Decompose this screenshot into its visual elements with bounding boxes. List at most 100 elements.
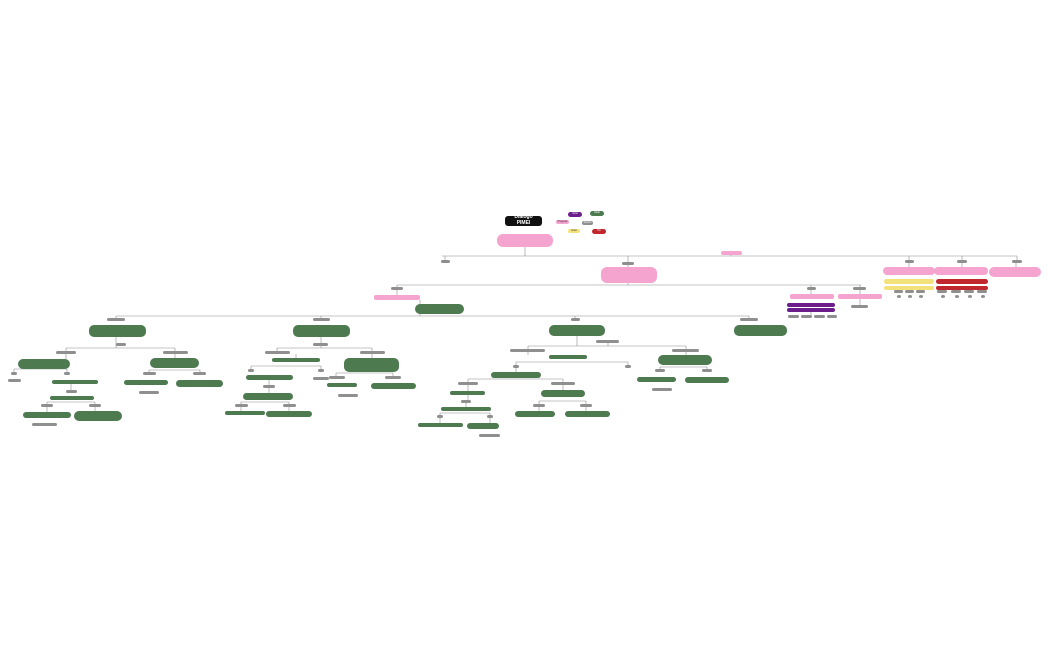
option-l1-b[interactable] — [622, 262, 634, 265]
option-l3-b[interactable] — [313, 318, 330, 321]
node-l4-d[interactable] — [344, 358, 399, 372]
question-right-a[interactable] — [883, 267, 935, 275]
option-l4-a[interactable] — [56, 351, 76, 354]
option-l6-e[interactable] — [533, 404, 545, 407]
option-l5-q[interactable] — [139, 391, 159, 394]
node-l7-a[interactable] — [225, 411, 265, 415]
option-l6-d[interactable] — [461, 400, 471, 403]
option-l2-b[interactable] — [807, 287, 816, 290]
node-l3-c[interactable] — [549, 325, 605, 336]
option-l7-c[interactable] — [32, 423, 57, 426]
option-l5-i[interactable] — [655, 369, 665, 372]
node-l5-f[interactable] — [327, 383, 357, 387]
question-l2-right-b[interactable] — [838, 294, 882, 299]
node-l3-d[interactable] — [734, 325, 787, 336]
option-l7-a[interactable] — [437, 415, 443, 418]
node-l5-g[interactable] — [371, 383, 416, 389]
option-l4-g[interactable] — [510, 349, 545, 352]
option-l5-e[interactable] — [248, 369, 254, 372]
intro-question[interactable] — [497, 234, 553, 247]
main-branch-question[interactable] — [721, 251, 742, 255]
node-l7-g[interactable] — [418, 423, 463, 427]
option-l5-b[interactable] — [64, 372, 70, 375]
node-l7-d[interactable] — [565, 411, 610, 417]
option-right-1[interactable] — [894, 290, 903, 293]
option-l1-e[interactable] — [1012, 260, 1022, 263]
option-l6-a[interactable] — [66, 390, 77, 393]
node-l2-center[interactable] — [415, 304, 464, 314]
option-l4-d[interactable] — [265, 351, 290, 354]
option-l5-c[interactable] — [143, 372, 156, 375]
node-l5-e[interactable] — [176, 380, 223, 387]
node-l6-b[interactable] — [541, 390, 585, 397]
warning-right-a[interactable] — [884, 279, 934, 284]
node-l5-h[interactable] — [637, 377, 676, 382]
option-l1-d[interactable] — [957, 260, 967, 263]
option-l5-d[interactable] — [193, 372, 206, 375]
option-l2-d[interactable] — [851, 305, 868, 308]
option-l1-a[interactable] — [441, 260, 450, 263]
option-right-2[interactable] — [905, 290, 914, 293]
diagram-title[interactable]: Diálogo PIMEI — [505, 216, 542, 226]
question-right-c[interactable] — [989, 267, 1041, 277]
option-right-5[interactable] — [951, 290, 961, 293]
node-l5-a[interactable] — [246, 375, 293, 380]
option-l5-g[interactable] — [513, 365, 519, 368]
option-l5-s[interactable] — [652, 388, 672, 391]
question-l2-right-a[interactable] — [790, 294, 834, 299]
option-l2-c[interactable] — [853, 287, 866, 290]
node-l6-c[interactable] — [243, 393, 293, 400]
option-l3-c[interactable] — [571, 318, 580, 321]
node-l3-b[interactable] — [293, 325, 350, 337]
node-l6-e[interactable] — [441, 407, 491, 411]
option-l6-h[interactable] — [89, 404, 101, 407]
option-l6-b[interactable] — [235, 404, 248, 407]
option-right-3[interactable] — [916, 290, 925, 293]
end-right-b[interactable] — [936, 286, 988, 290]
option-l6-f[interactable] — [580, 404, 592, 407]
option-l4-i[interactable] — [672, 349, 699, 352]
option-l5-n[interactable] — [313, 377, 329, 380]
option-l4-b[interactable] — [116, 343, 126, 346]
question-center[interactable] — [601, 267, 657, 283]
option-l5-a[interactable] — [11, 372, 17, 375]
warning-right-b[interactable] — [884, 286, 934, 290]
leaf-right-1[interactable] — [897, 295, 901, 298]
start-l2-a[interactable] — [787, 303, 835, 307]
option-l2-f[interactable] — [801, 315, 812, 318]
node-l7-f[interactable] — [74, 411, 122, 421]
node-l4-e[interactable] — [549, 355, 587, 359]
leaf-right-3[interactable] — [919, 295, 923, 298]
option-l5-p[interactable] — [551, 382, 575, 385]
option-l4-e[interactable] — [313, 343, 328, 346]
option-l2-h[interactable] — [827, 315, 837, 318]
option-l5-m[interactable] — [8, 379, 21, 382]
option-l6-g[interactable] — [41, 404, 53, 407]
option-l5-f[interactable] — [318, 369, 324, 372]
node-l6-a[interactable] — [450, 391, 485, 395]
node-l6-d[interactable] — [50, 396, 94, 400]
question-l2-left[interactable] — [374, 295, 420, 300]
node-l4-b[interactable] — [150, 358, 199, 368]
node-l4-f[interactable] — [658, 355, 712, 365]
option-l3-d[interactable] — [740, 318, 758, 321]
option-l5-l[interactable] — [385, 376, 401, 379]
option-l4-h[interactable] — [596, 340, 619, 343]
end-right-a[interactable] — [936, 279, 988, 284]
option-right-7[interactable] — [977, 290, 987, 293]
leaf-right-5[interactable] — [955, 295, 959, 298]
node-l4-a[interactable] — [18, 359, 70, 369]
leaf-right-2[interactable] — [908, 295, 912, 298]
node-l4-c[interactable] — [272, 358, 320, 362]
option-l1-c[interactable] — [905, 260, 914, 263]
node-l7-h[interactable] — [467, 423, 499, 429]
option-l3-a[interactable] — [107, 318, 125, 321]
option-l7-b[interactable] — [487, 415, 493, 418]
option-l2-a[interactable] — [391, 287, 403, 290]
node-l7-c[interactable] — [515, 411, 555, 417]
option-l6-c[interactable] — [283, 404, 296, 407]
option-right-4[interactable] — [937, 290, 947, 293]
option-l5-h[interactable] — [625, 365, 631, 368]
option-l4-f[interactable] — [360, 351, 385, 354]
node-l7-b[interactable] — [266, 411, 312, 417]
